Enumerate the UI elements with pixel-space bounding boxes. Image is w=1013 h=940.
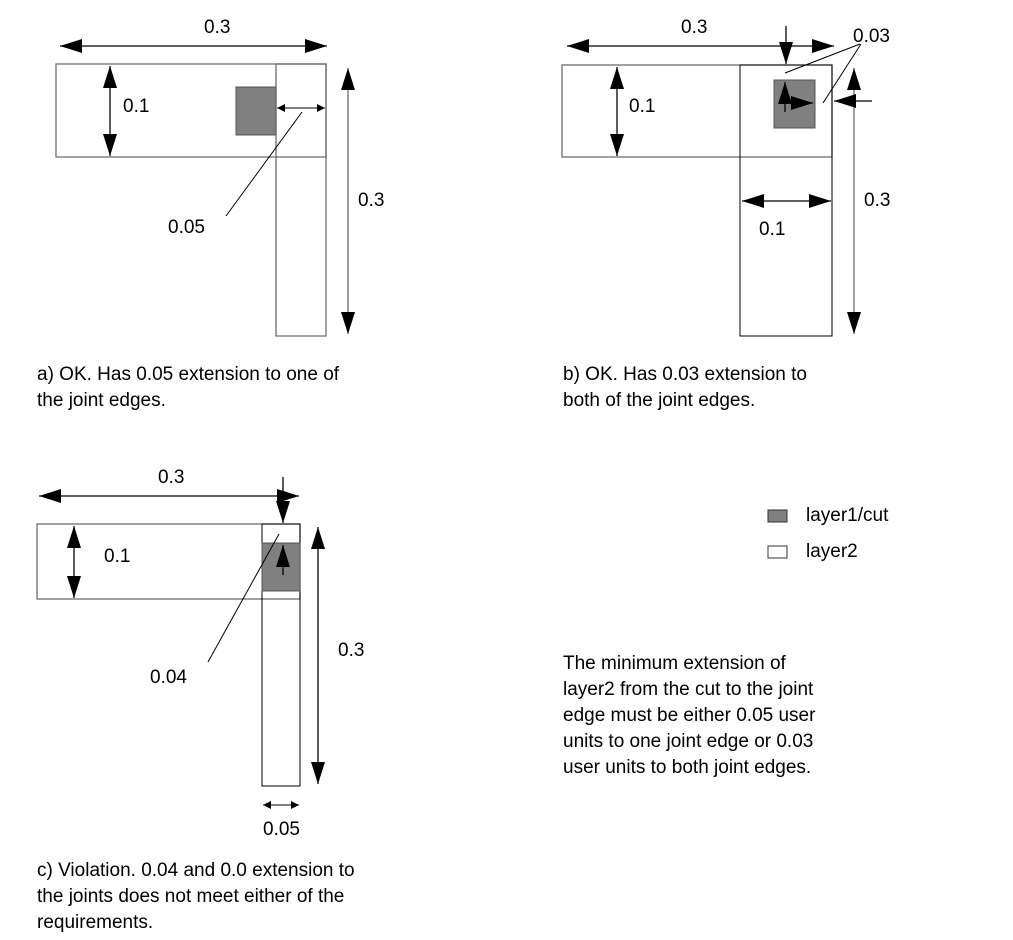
vertical-label: 0.3 (338, 640, 364, 661)
column-width-label: 0.05 (263, 819, 300, 840)
legend-label-cut: layer1/cut (806, 505, 889, 526)
cut-square (261, 542, 301, 592)
layer2-vertical-bar (261, 523, 301, 787)
height-label: 0.1 (123, 96, 149, 117)
extension-label: 0.05 (168, 217, 205, 238)
layer2-vertical-bar (275, 63, 327, 337)
panel-c: 0.3 0.1 0.3 0.04 0.05 (36, 467, 364, 840)
cut-square (235, 86, 277, 136)
legend-swatch-layer2 (767, 545, 788, 559)
extension-leader-line (207, 533, 280, 663)
extension-leader-line-right (822, 43, 862, 104)
extension-label: 0.04 (150, 667, 187, 688)
panel-b: 0.3 0.1 0.3 0.1 0.03 (561, 17, 890, 337)
extension-label: 0.03 (853, 26, 890, 47)
rule-note: The minimum extension of layer2 from the… (563, 653, 816, 778)
extension-leader-line-top (784, 43, 861, 74)
width-label: 0.3 (204, 17, 230, 38)
extension-leader-line (225, 111, 303, 217)
panel-a-caption: a) OK. Has 0.05 extension to one of the … (37, 364, 340, 411)
legend-swatch-cut (767, 509, 788, 523)
vertical-label: 0.3 (864, 190, 890, 211)
vertical-label: 0.3 (358, 190, 384, 211)
cut-square (773, 79, 816, 129)
panel-c-caption: c) Violation. 0.04 and 0.0 extension to … (37, 860, 355, 933)
legend-label-layer2: layer2 (806, 541, 858, 562)
height-label: 0.1 (104, 546, 130, 567)
width-label: 0.3 (158, 467, 184, 488)
width-label: 0.3 (681, 17, 707, 38)
legend: layer1/cut layer2 (767, 505, 889, 562)
height-label: 0.1 (629, 96, 655, 117)
layer2-vertical-bar (739, 64, 833, 337)
column-width-label: 0.1 (759, 219, 785, 240)
panel-a: 0.3 0.1 0.3 0.05 (55, 17, 384, 337)
layer2-horizontal-bar (55, 63, 327, 158)
panel-b-caption: b) OK. Has 0.03 extension to both of the… (563, 364, 807, 411)
layer2-horizontal-bar (36, 523, 301, 600)
